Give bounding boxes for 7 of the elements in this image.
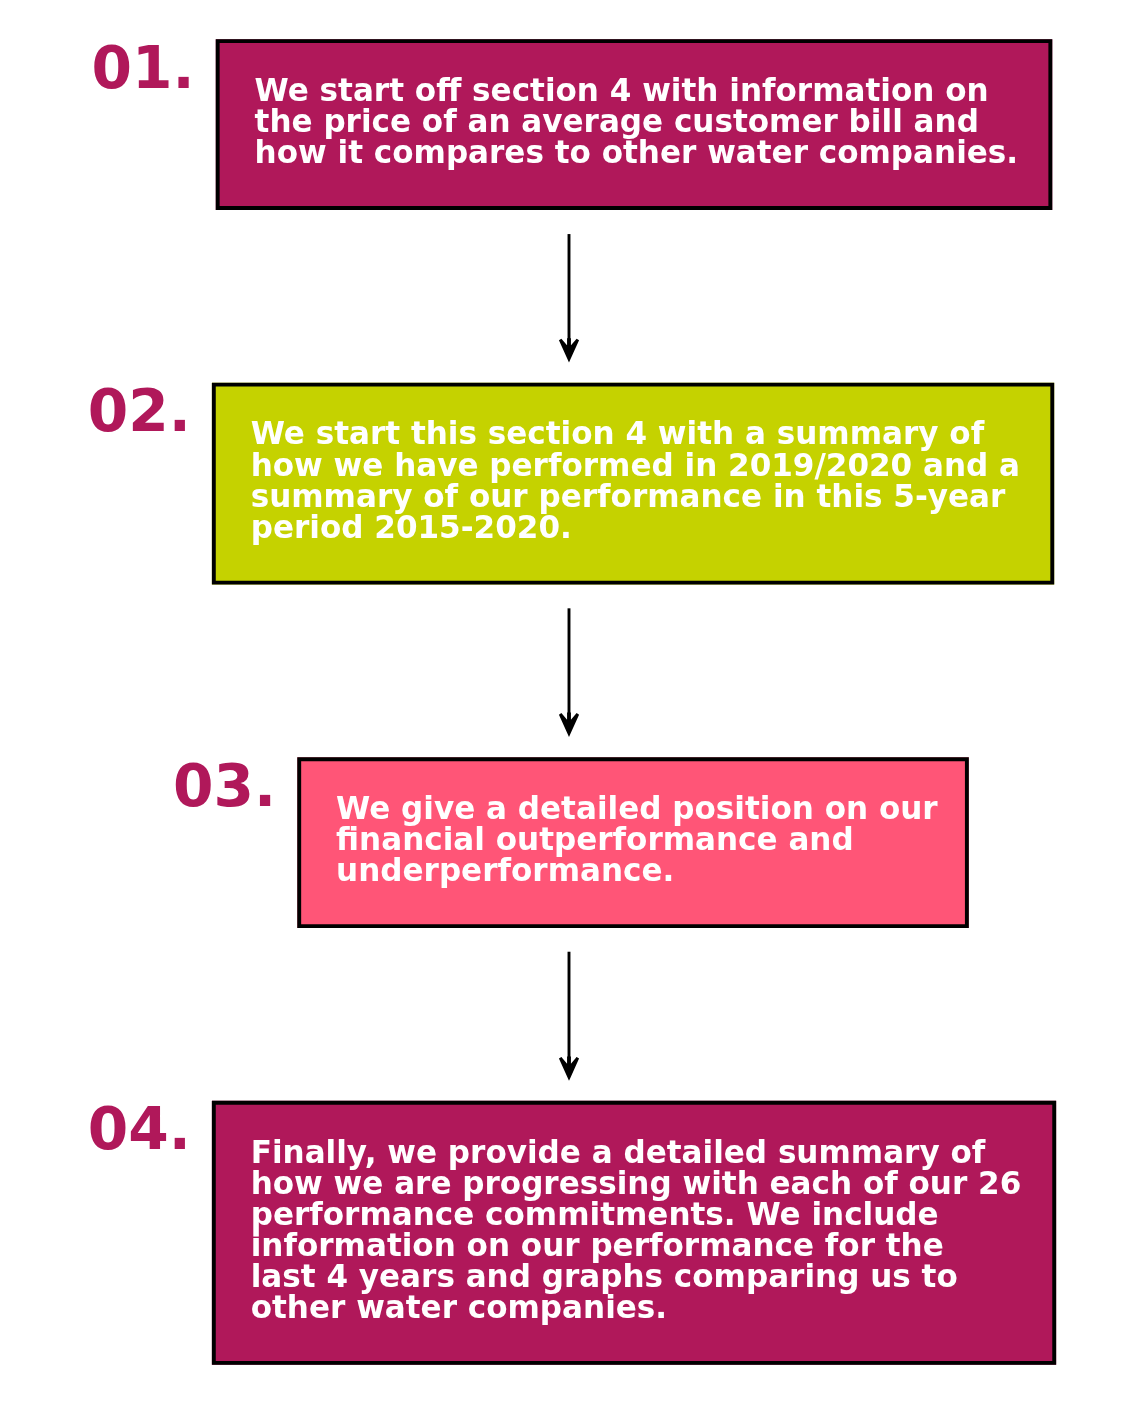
arrow (558, 234, 579, 361)
node-label: 01. (91, 33, 195, 102)
arrow (558, 951, 579, 1079)
node-label: 03. (172, 751, 276, 820)
arrow (558, 608, 579, 735)
node-label: 02. (87, 377, 191, 446)
node-label: 04. (87, 1095, 191, 1164)
